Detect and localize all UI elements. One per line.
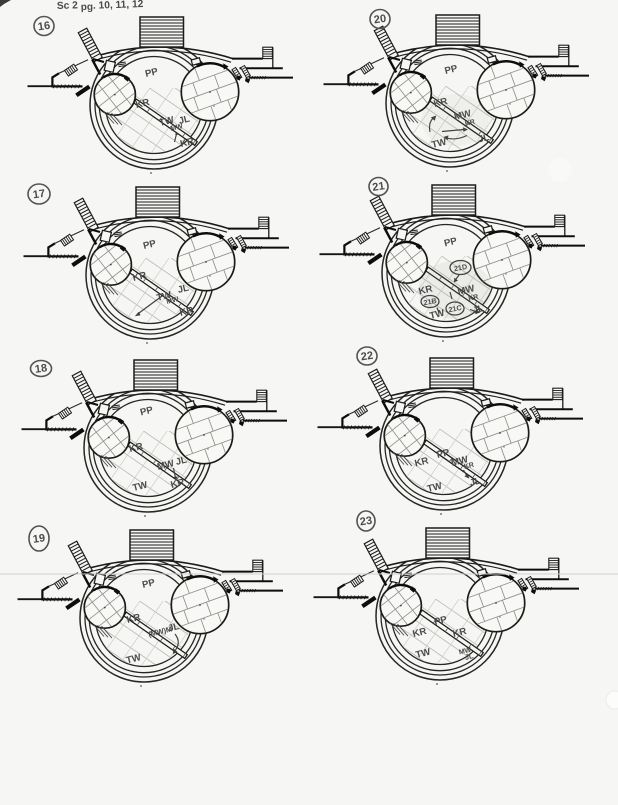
- svg-text:21C: 21C: [448, 303, 463, 314]
- svg-text:MW: MW: [450, 454, 470, 469]
- svg-text:JL: JL: [178, 113, 192, 126]
- svg-text:KR: KR: [418, 283, 434, 297]
- svg-text:PP: PP: [144, 66, 160, 80]
- svg-text:JL: JL: [175, 454, 189, 467]
- svg-text:KR: KR: [128, 441, 144, 455]
- svg-text:PP: PP: [436, 447, 452, 461]
- svg-text:MW: MW: [156, 458, 176, 473]
- svg-text:19: 19: [32, 532, 46, 546]
- svg-text:20: 20: [373, 13, 387, 27]
- svg-text:MW: MW: [458, 647, 472, 657]
- svg-text:21D: 21D: [453, 262, 468, 273]
- svg-text:KR: KR: [412, 626, 428, 640]
- svg-text:KR: KR: [132, 270, 148, 284]
- svg-text:KR: KR: [414, 455, 430, 469]
- svg-text:PP: PP: [443, 235, 459, 249]
- svg-text:JL: JL: [472, 303, 486, 316]
- svg-text:KR: KR: [452, 626, 468, 640]
- svg-text:KR: KR: [463, 462, 475, 471]
- svg-text:17: 17: [32, 188, 46, 202]
- svg-text:TW: TW: [158, 114, 176, 129]
- svg-text:JL: JL: [167, 621, 181, 634]
- svg-text:Sc 2 pg. 10, 11, 12: Sc 2 pg. 10, 11, 12: [57, 0, 144, 14]
- svg-text:MW: MW: [457, 283, 477, 298]
- svg-text:16: 16: [37, 20, 51, 34]
- svg-text:TW: TW: [132, 479, 150, 494]
- svg-text:MW: MW: [166, 296, 180, 306]
- svg-text:PP: PP: [139, 404, 155, 418]
- svg-text:PP: PP: [444, 63, 460, 77]
- svg-text:MW: MW: [170, 123, 184, 133]
- svg-text:22: 22: [360, 350, 374, 364]
- svg-text:KR: KR: [126, 612, 142, 626]
- svg-text:KR: KR: [179, 136, 195, 150]
- svg-text:21B: 21B: [423, 296, 438, 307]
- svg-text:KR: KR: [170, 477, 186, 491]
- svg-text:TW: TW: [156, 289, 174, 304]
- svg-text:JL: JL: [469, 475, 483, 488]
- svg-text:23: 23: [359, 515, 373, 529]
- svg-text:KR: KR: [179, 305, 195, 319]
- svg-text:JL: JL: [177, 282, 191, 295]
- svg-text:KR: KR: [468, 294, 480, 303]
- svg-text:TW: TW: [426, 480, 444, 495]
- svg-text:18: 18: [34, 362, 48, 376]
- svg-text:JL: JL: [464, 651, 475, 662]
- svg-text:21: 21: [372, 180, 386, 194]
- svg-text:TW: TW: [125, 652, 143, 667]
- svg-text:TW: TW: [429, 307, 447, 322]
- svg-text:PP: PP: [142, 238, 158, 252]
- svg-text:TW: TW: [415, 646, 433, 661]
- svg-text:PP: PP: [141, 577, 157, 591]
- svg-text:KR: KR: [135, 97, 151, 111]
- svg-text:PP: PP: [433, 614, 449, 628]
